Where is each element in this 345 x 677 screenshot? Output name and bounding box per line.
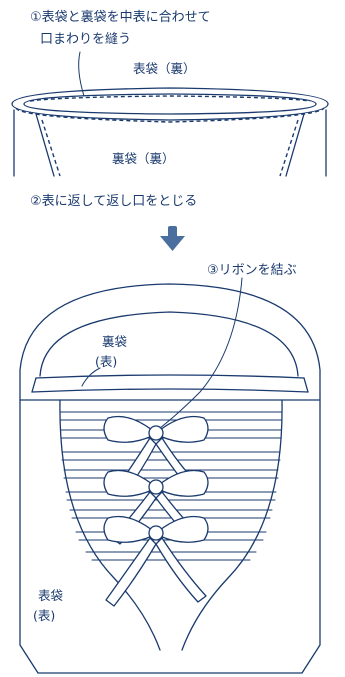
step1-instruction: ①表袋と裏袋を中表に合わせて 口まわりを縫う: [30, 10, 211, 47]
lining-label-line2: (表): [95, 354, 117, 369]
lining-left-seam: [41, 119, 61, 177]
handle-outer: [19, 283, 321, 401]
outer-label-line2: (表): [33, 608, 55, 623]
lining-fold-right-edge: [303, 377, 309, 393]
bag-rim-inner: [23, 93, 317, 115]
ribbon-bow-3: [103, 515, 209, 607]
outer-label-line1: 表袋: [38, 588, 64, 603]
lining-fold-top: [35, 374, 305, 379]
step3-bag-figure: 裏袋 (表) 表袋 (表): [19, 277, 321, 674]
lining-bag-label: 裏袋（裏）: [112, 151, 175, 166]
lining-label-line1: 裏袋: [102, 334, 128, 349]
gusset-left-edge: [59, 399, 161, 651]
lining-label-leader: [81, 367, 101, 387]
bag-rim-outer: [11, 87, 329, 121]
lining-right-side: [285, 113, 305, 177]
step1-bag-figure: 表袋（裏） 裏袋（裏）: [11, 51, 329, 177]
lining-fold-left-edge: [31, 377, 37, 393]
step2-instruction: ②表に返して返し口をとじる: [30, 194, 197, 209]
rim-stitch-back: [29, 95, 311, 102]
outer-bag-body: [19, 399, 321, 674]
step1-line1: ①表袋と裏袋を中表に合わせて: [30, 10, 211, 25]
gusset-right-edge: [181, 399, 283, 651]
outer-bag-label: 表袋（裏）: [133, 61, 196, 76]
down-arrow-icon: [160, 226, 185, 251]
rim-stitch-front: [15, 107, 325, 123]
lining-left-side: [35, 113, 55, 177]
step3-instruction: ③リボンを結ぶ: [207, 263, 297, 278]
lining-arch: [39, 311, 299, 377]
step1-line2: 口まわりを縫う: [40, 32, 131, 47]
lining-fold-bottom: [31, 388, 309, 393]
lining-right-seam: [279, 119, 299, 177]
step3-leader-line: [159, 277, 243, 429]
step1-leader-line: [78, 51, 85, 97]
